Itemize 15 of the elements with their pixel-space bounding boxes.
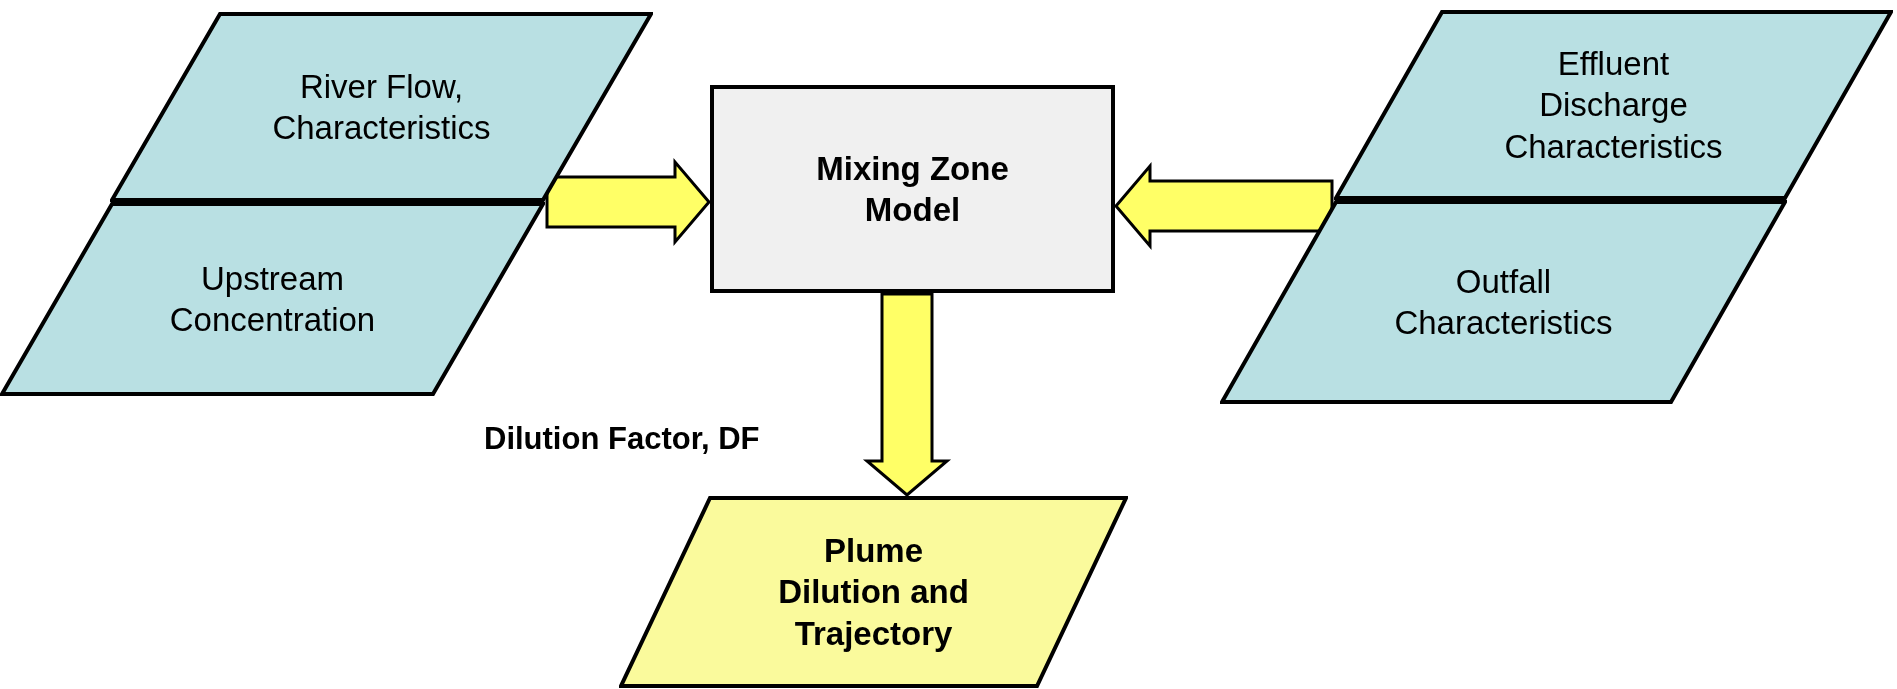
input-parallelogram xyxy=(0,202,545,396)
input-parallelogram xyxy=(110,12,653,202)
node-label: Mixing Zone Model xyxy=(815,148,1010,230)
process-box xyxy=(710,85,1115,293)
input-parallelogram xyxy=(1220,200,1787,404)
node-label: Outfall Characteristics xyxy=(1393,261,1614,343)
node-label: Plume Dilution and Trajectory xyxy=(777,531,970,654)
output-parallelogram xyxy=(619,496,1128,688)
node-label: Effluent Discharge Characteristics xyxy=(1503,44,1724,167)
block-arrow xyxy=(1114,161,1334,251)
block-arrow xyxy=(545,157,711,247)
block-arrow xyxy=(862,292,952,497)
input-parallelogram xyxy=(1334,10,1893,200)
node-label: River Flow, Characteristics xyxy=(271,66,492,148)
node-label: Upstream Concentration xyxy=(168,258,377,340)
